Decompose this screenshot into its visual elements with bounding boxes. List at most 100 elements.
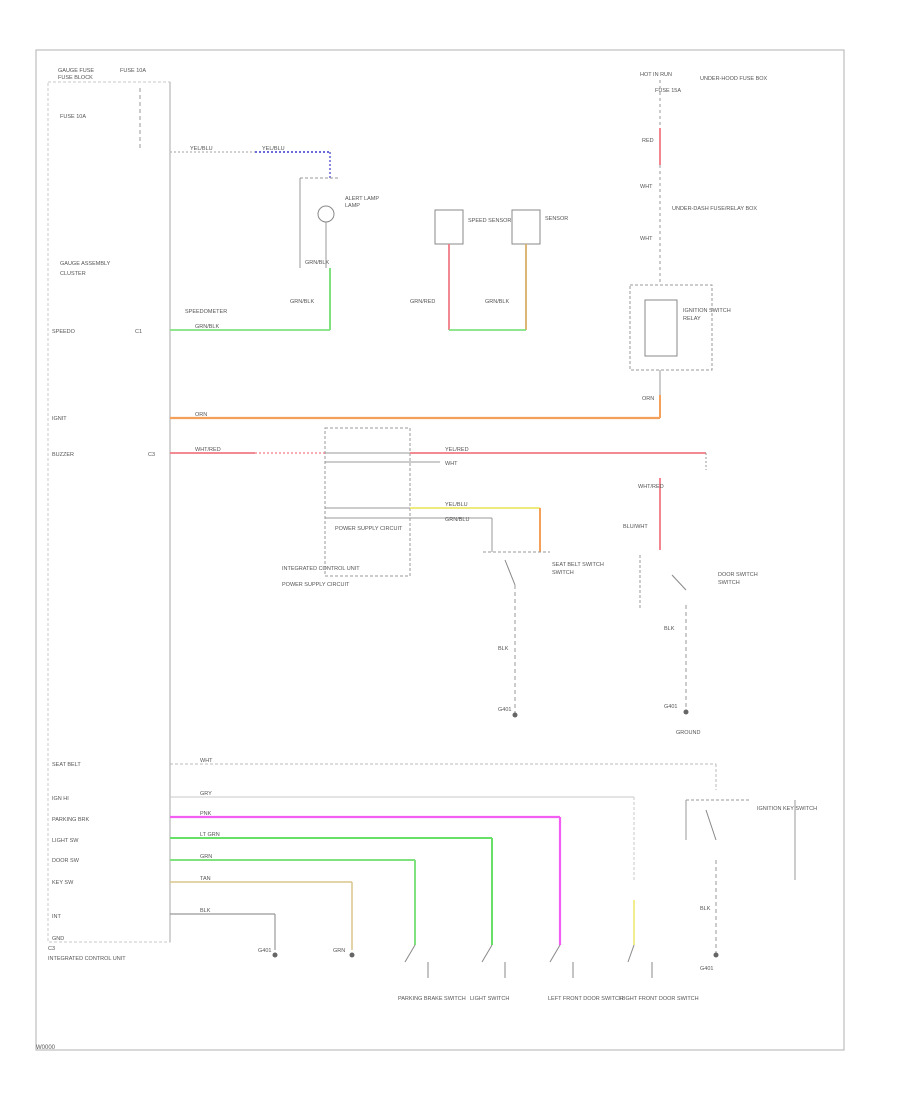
bottom-wire-1: GRY [200,791,212,797]
alert-lamp-bulb [317,205,335,223]
row-label-5: KEY SW [52,880,74,886]
bottom-left-title: INTEGRATED CONTROL UNIT [48,956,126,962]
left-speedo-label: SPEEDO [52,329,76,335]
bottom-rows: SEAT BELT IGN HI PARKING BRK LIGHT SW DO… [52,762,90,942]
top-left-label-b: FUSE BLOCK [58,75,93,81]
mid-right-b: UNDER-DASH FUSE/RELAY BOX [672,206,757,212]
ground-tan [349,952,355,958]
pink-wire: WHT/RED [195,447,221,453]
ground-key [713,952,719,958]
sw2-a: WHT/RED [638,484,664,490]
wire-ylwbl-label: YEL/BLU [190,146,213,152]
sw4-name: LIGHT SWITCH [470,996,509,1002]
bottom-wire-5: TAN [200,876,211,882]
sw3-name: PARKING BRAKE SWITCH [398,996,466,1002]
rear-wire-d: GRN/BLU [445,517,469,523]
speedometer-label: SPEEDOMETER [185,309,227,315]
sw1-gnd: G401 [498,707,511,713]
ground-label: GROUND [676,730,700,736]
sw2-name: DOOR SWITCH [718,572,758,578]
lamp-wire-lower: GRN/BLK [290,299,314,305]
block-inner-label: POWER SUPPLY CIRCUIT [335,526,403,532]
diagram-frame [35,49,845,1051]
sw2-gnd: G401 [664,704,677,710]
top-right-wire: RED [642,138,654,144]
block-sub-label: POWER SUPPLY CIRCUIT [282,582,350,588]
sw1-sub: SWITCH [552,570,574,576]
sw1-name: SEAT BELT SWITCH [552,562,604,568]
relay-sub: RELAY [683,316,701,322]
row-label-3: LIGHT SW [52,838,79,844]
g-left: G401 [258,948,271,954]
cluster-sub: CLUSTER [60,271,86,277]
hot-label: HOT IN RUN [640,72,672,78]
row-label-1: IGN HI [52,796,69,802]
bottom-wire-0: WHT [200,758,213,764]
top-fuse-label: FUSE 10A [120,68,146,74]
sensor2-name: SENSOR [545,216,568,222]
left-door-switch: LEFT FRONT DOOR SWITCH [548,944,623,1002]
mid-right-c: WHT [640,236,653,242]
top-right-block: UNDER-HOOD FUSE BOX [700,76,768,82]
lamp-sub: LAMP [345,203,360,209]
ignition-relay-inner [644,299,678,357]
speed-sensor-1 [434,209,464,245]
sw2-b: BLU/WHT [623,524,648,530]
key-switch-blade [705,809,717,841]
footer-code: W0000 [36,1045,56,1051]
light-switch: LIGHT SWITCH [470,944,509,1002]
block-label: INTEGRATED CONTROL UNIT [282,566,360,572]
left-pink-label: BUZZER [52,452,74,458]
sw6-name: RIGHT FRONT DOOR SWITCH [620,996,699,1002]
sw7-wire: BLK [700,906,711,912]
sensor2-wire: GRN/BLK [485,299,509,305]
sensor1-name: SPEED SENSOR [468,218,511,224]
relay-name: IGNITION SWITCH [683,308,731,314]
lamp-wire: GRN/BLK [305,260,329,266]
orn-wire: ORN [195,412,207,418]
sw5-name: LEFT FRONT DOOR SWITCH [548,996,623,1002]
bottom-wire-3: LT GRN [200,832,220,838]
sw1-wire: BLK [498,646,509,652]
row-label-6: INT [52,914,62,920]
row-label-2: PARKING BRK [52,817,90,823]
sw7-name: IGNITION KEY SWITCH [757,806,817,812]
fuse-text: FUSE 10A [60,114,86,120]
rear-wire-c: YEL/BLU [445,502,468,508]
violet-wire-label: YEL/BLU [262,146,285,152]
bottom-wire-4: GRN [200,854,212,860]
row-label-4: DOOR SW [52,858,80,864]
mid-right-a: WHT [640,184,653,190]
right-door-switch: RIGHT FRONT DOOR SWITCH [620,900,699,1002]
rear-wire-b: WHT [445,461,458,467]
cluster-name: GAUGE ASSEMBLY [60,261,111,267]
ignition-relay-outer [629,284,713,371]
rear-wire-a: YEL/RED [445,447,469,453]
ground-g401-a [512,712,518,718]
sw7-gnd: G401 [700,966,713,972]
left-orn-label: IGNIT [52,416,67,422]
row-label-0: SEAT BELT [52,762,81,768]
lamp-name: ALERT LAMP [345,196,379,202]
cluster-box [47,81,171,943]
ground-left [272,952,278,958]
pink-conn: C3 [148,452,155,458]
parking-brake-switch: PARKING BRAKE SWITCH [398,944,466,1002]
speedo-conn: C1 [135,329,142,335]
sensor1-wire: GRN/RED [410,299,435,305]
sw2-wire: BLK [664,626,675,632]
sw2-sub: SWITCH [718,580,740,586]
g-tan: GRN [333,948,345,954]
fuse-top: FUSE 15A [655,88,681,94]
power-supply-block [324,427,411,577]
door-switch-blade [671,574,687,591]
row-label-7: GND [52,936,64,942]
bottom-wire-6: BLK [200,908,211,914]
top-left-label-a: GAUGE FUSE [58,68,94,74]
bottom-left-conn: C3 [48,946,55,952]
bottom-wire-2: PNK [200,811,212,817]
relay-wire: ORN [642,396,654,402]
speed-wire: GRN/BLK [195,324,219,330]
speed-sensor-2 [511,209,541,245]
